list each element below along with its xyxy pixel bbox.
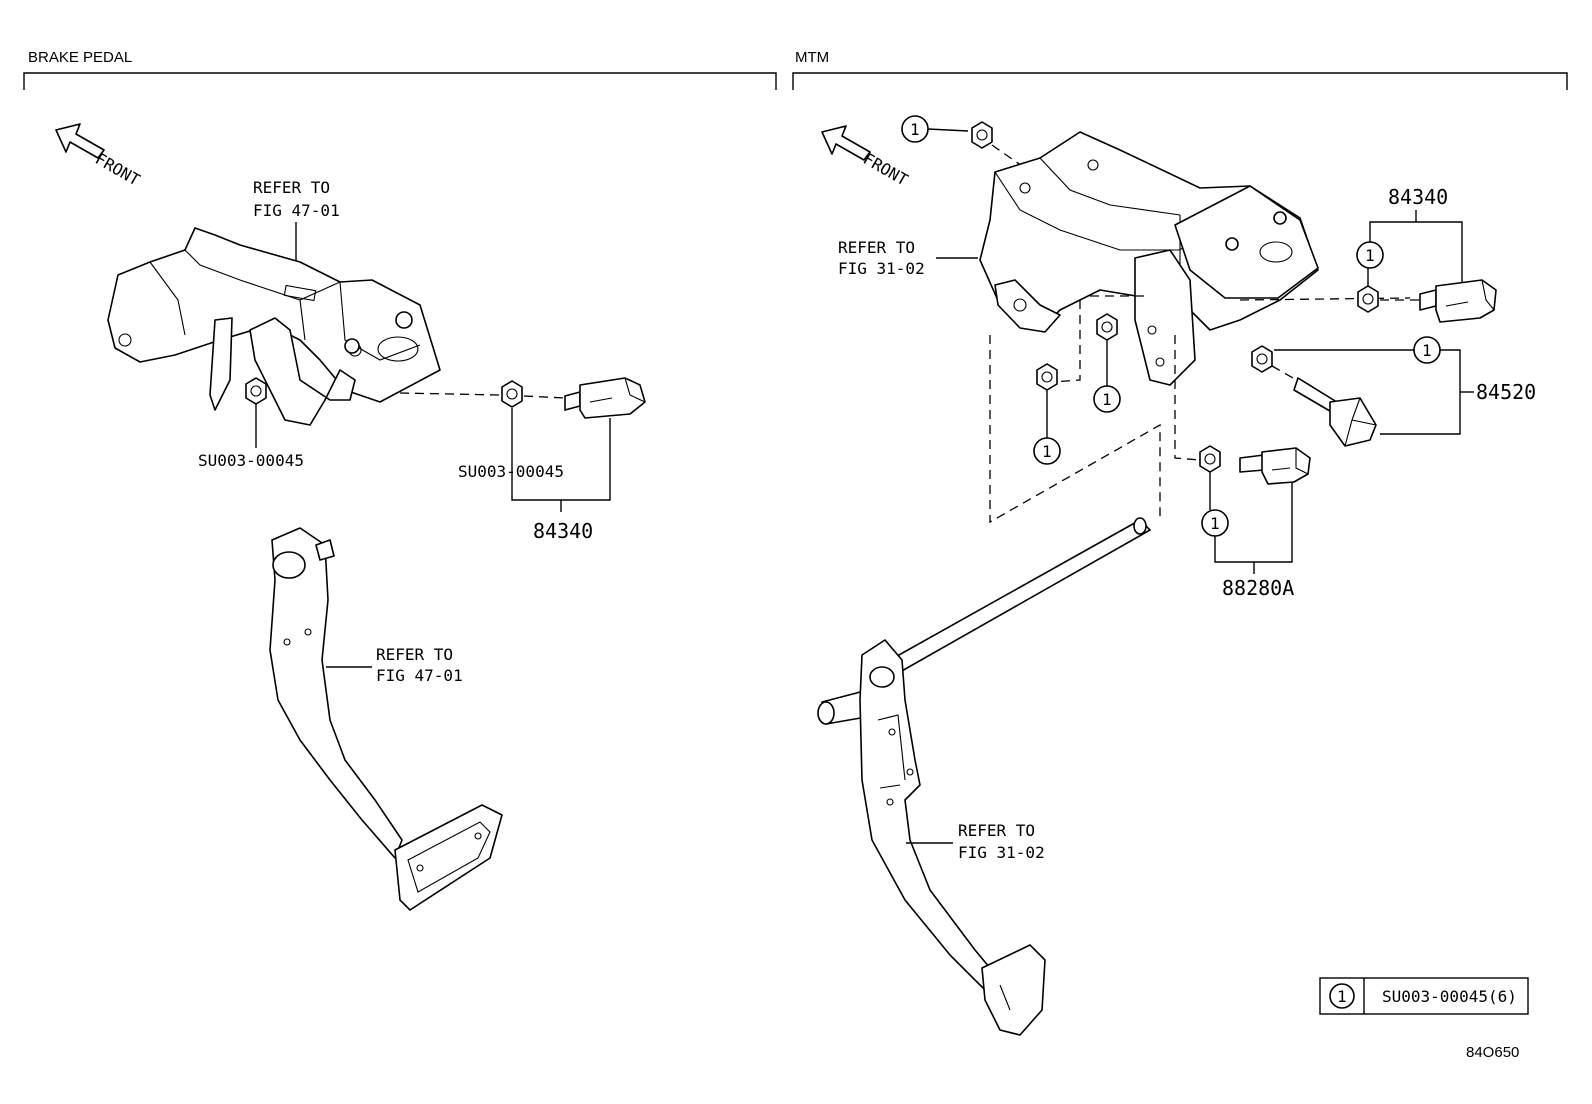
callout-mark: 1 bbox=[1102, 390, 1112, 409]
brake-pedal-arm bbox=[269, 527, 503, 911]
bracket-84520 bbox=[1380, 349, 1461, 435]
section-title-mtm: MTM bbox=[795, 49, 829, 66]
refer-bracket-right-line1: REFER TO bbox=[838, 238, 915, 257]
refer-pedal-right-line2: FIG 31-02 bbox=[958, 843, 1045, 862]
nut-right-84340 bbox=[1357, 285, 1379, 313]
part-number-88280a: 88280A bbox=[1222, 576, 1294, 600]
callout-top: 1 bbox=[901, 115, 929, 143]
part-number-84340-right: 84340 bbox=[1388, 185, 1448, 209]
nut-left-1 bbox=[245, 377, 267, 405]
section-bracket-left bbox=[23, 72, 777, 90]
front-arrow-right: FRONT bbox=[821, 125, 912, 190]
switch-88280a bbox=[1239, 447, 1311, 485]
refer-bracket-left-line1: REFER TO bbox=[253, 178, 330, 197]
switch-84340-left bbox=[564, 377, 646, 419]
dash-guide-1 bbox=[989, 335, 1161, 524]
legend-mark: 1 bbox=[1337, 987, 1347, 1006]
nut-right-a bbox=[1096, 313, 1118, 341]
callout-nut-right-b: 1 bbox=[1033, 437, 1061, 465]
callout-mark: 1 bbox=[1365, 246, 1375, 265]
nut-label-left-1: SU003-00045 bbox=[198, 451, 304, 470]
refer-pedal-left-line1: REFER TO bbox=[376, 645, 453, 664]
switch-84520 bbox=[1293, 377, 1377, 447]
callout-84520: 1 bbox=[1413, 336, 1441, 364]
switch-84340-right bbox=[1419, 279, 1497, 323]
clutch-pedal-assembly bbox=[817, 517, 1151, 1036]
dash-left-switch-2 bbox=[523, 395, 566, 399]
refer-pedal-left-line2: FIG 47-01 bbox=[376, 666, 463, 685]
nut-right-84520 bbox=[1251, 345, 1273, 373]
callout-mark: 1 bbox=[1210, 514, 1220, 533]
leader-callout-top bbox=[927, 128, 969, 132]
figure-id: 84O650 bbox=[1466, 1044, 1519, 1061]
callout-84340-right: 1 bbox=[1356, 241, 1384, 269]
nut-right-b bbox=[1036, 363, 1058, 391]
callout-mark: 1 bbox=[1042, 442, 1052, 461]
nut-right-top bbox=[971, 121, 993, 149]
front-label-right: FRONT bbox=[860, 149, 912, 190]
front-label-left: FRONT bbox=[92, 149, 144, 190]
pedal-bracket-left bbox=[107, 227, 441, 426]
legend-text: SU003-00045(6) bbox=[1382, 987, 1517, 1006]
refer-bracket-right-line2: FIG 31-02 bbox=[838, 259, 925, 278]
refer-bracket-left-line2: FIG 47-01 bbox=[253, 201, 340, 220]
dash-guide-2 bbox=[1051, 300, 1081, 383]
nut-left-2 bbox=[501, 380, 523, 408]
callout-mark: 1 bbox=[910, 120, 920, 139]
bracket-84340-left bbox=[511, 408, 611, 501]
dash-84520 bbox=[1271, 365, 1301, 383]
bracket-84340-right bbox=[1369, 221, 1463, 282]
section-title-brake-pedal: BRAKE PEDAL bbox=[28, 49, 132, 66]
part-number-84340-left: 84340 bbox=[533, 519, 593, 543]
part-number-84520: 84520 bbox=[1476, 380, 1536, 404]
nut-right-88280a bbox=[1199, 445, 1221, 473]
refer-pedal-right-line1: REFER TO bbox=[958, 821, 1035, 840]
callout-mark: 1 bbox=[1422, 341, 1432, 360]
callout-nut-right-a: 1 bbox=[1093, 385, 1121, 413]
section-bracket-right bbox=[792, 72, 1568, 90]
pedal-bracket-right bbox=[979, 131, 1319, 386]
dash-left-switch bbox=[399, 392, 501, 396]
dash-guide-4 bbox=[1174, 335, 1201, 461]
legend-box: 1 SU003-00045(6) bbox=[1319, 977, 1529, 1015]
dash-guide-5 bbox=[1239, 297, 1411, 301]
callout-88280a: 1 bbox=[1201, 509, 1229, 537]
nut-label-left-2: SU003-00045 bbox=[458, 462, 564, 481]
front-arrow-left: FRONT bbox=[55, 123, 144, 190]
